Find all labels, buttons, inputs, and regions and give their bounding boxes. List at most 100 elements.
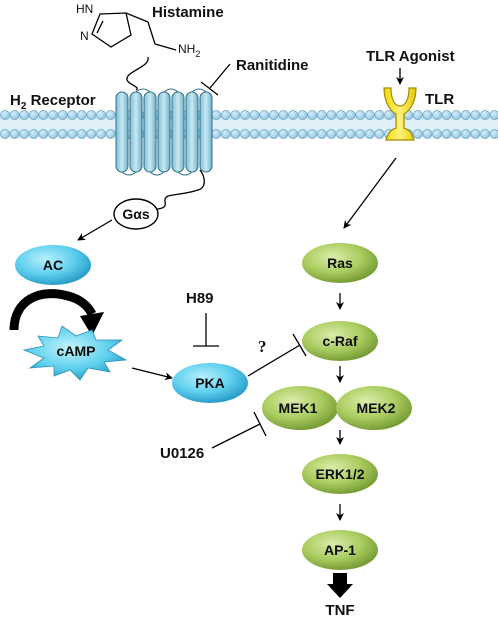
histamine-structure: HN N NH2	[76, 2, 200, 59]
phospholipid-head	[480, 129, 490, 139]
phospholipid-head	[240, 129, 250, 139]
ranitidine-inhibitor-bar	[200, 81, 219, 96]
ap1-node	[302, 530, 378, 570]
transmembrane-helix	[143, 91, 157, 173]
helix-loop	[121, 171, 137, 176]
phospholipid-head	[297, 110, 308, 120]
phospholipid-head	[470, 110, 481, 120]
phospholipid-head	[432, 129, 442, 139]
mek1-node-label: MEK1	[279, 400, 318, 416]
phospholipid-head	[259, 110, 270, 120]
phospholipid-head	[460, 129, 471, 139]
phospholipid-head	[374, 110, 385, 120]
ac-catalysis-arrow	[9, 289, 104, 336]
phospholipid-head	[345, 129, 356, 139]
tlr-label: TLR	[425, 91, 454, 108]
phospholipid-head	[105, 110, 116, 120]
tlr-receptor	[383, 87, 417, 141]
craf-node	[302, 321, 378, 361]
phospholipid-head	[249, 110, 260, 120]
phospholipid-head	[480, 110, 490, 120]
phospholipid-head	[48, 129, 58, 139]
phospholipid-head	[220, 129, 231, 139]
phospholipid-head	[28, 110, 39, 120]
helix-loop	[135, 88, 151, 93]
helix-loop	[191, 88, 207, 93]
uncertain-link-mark: ?	[258, 337, 267, 356]
pka-node	[172, 363, 248, 403]
phospholipid-head	[240, 110, 250, 120]
receptor-n-terminus	[126, 56, 149, 91]
phospholipid-head	[422, 110, 433, 120]
side-chain-1	[125, 12, 149, 23]
phospholipid-head	[470, 129, 481, 139]
ring-double-bond	[96, 20, 104, 34]
transmembrane-helix	[115, 91, 129, 173]
hn-label: HN	[76, 2, 93, 16]
camp-node-label: cAMP	[57, 343, 96, 359]
transmembrane-helix	[157, 91, 171, 173]
phospholipid-head	[249, 129, 260, 139]
phospholipid-head	[28, 129, 39, 139]
phospholipid-head	[355, 129, 366, 139]
phospholipid-head	[76, 129, 87, 139]
phospholipid-head	[441, 129, 452, 139]
imidazole-ring	[91, 12, 132, 48]
phospholipid-head	[441, 110, 452, 120]
tlr-receptor-body	[383, 87, 417, 141]
phospholipid-head	[38, 129, 49, 139]
phospholipid-head	[432, 110, 442, 120]
ras-node-label: Ras	[327, 255, 353, 271]
ac-node-label: AC	[43, 257, 63, 273]
phospholipid-head	[451, 110, 462, 120]
nh2-label: NH2	[178, 42, 200, 59]
transmembrane-helix	[199, 91, 213, 173]
phospholipid-head	[268, 129, 279, 139]
u0126-label: U0126	[160, 445, 204, 462]
ranitidine-inhibitor-line	[209, 63, 231, 89]
phospholipid-head	[422, 129, 433, 139]
h89-label: H89	[186, 290, 214, 307]
phospholipid-head	[278, 129, 289, 139]
phospholipid-head	[316, 129, 327, 139]
transmembrane-helix	[171, 91, 185, 173]
phospholipid-head	[326, 129, 337, 139]
u0126-inhibitor-line	[211, 423, 261, 449]
phospholipid-head	[489, 129, 498, 139]
transmembrane-helix	[185, 91, 199, 173]
ras-node	[302, 243, 378, 283]
side-chain-3	[154, 43, 177, 51]
erk-node-label: ERK1/2	[315, 466, 364, 482]
catalysis-arc	[9, 289, 97, 331]
h2-receptor-label: H2 Receptor	[10, 92, 96, 112]
phospholipid-head	[9, 129, 20, 139]
catalysis-arrowhead	[80, 312, 104, 336]
phospholipid-head	[412, 129, 423, 139]
phospholipid-head	[288, 110, 298, 120]
phospholipid-head	[76, 110, 87, 120]
phospholipid-head	[412, 110, 423, 120]
phospholipid-head	[67, 110, 78, 120]
phospholipid-head	[19, 129, 30, 139]
craf-node-label: c-Raf	[322, 333, 357, 349]
histamine-label: Histamine	[152, 4, 224, 21]
phospholipid-head	[364, 129, 375, 139]
camp-node	[22, 325, 128, 381]
phospholipid-head	[316, 110, 327, 120]
phospholipid-head	[345, 110, 356, 120]
phospholipid-head	[451, 129, 462, 139]
phospholipid-head	[460, 110, 471, 120]
gas-node	[113, 198, 159, 230]
ap1-to-tnf-arrow	[327, 573, 353, 598]
gas-node-label: Gαs	[122, 206, 149, 222]
phospholipid-head	[364, 110, 375, 120]
phospholipid-head	[57, 110, 68, 120]
phospholipid-head	[67, 129, 78, 139]
mek2-node	[336, 386, 412, 430]
phospholipid-head	[355, 110, 366, 120]
phospholipid-head	[384, 110, 394, 120]
h2-receptor	[115, 56, 213, 210]
phospholipid-head	[489, 110, 498, 120]
ranitidine-label: Ranitidine	[236, 57, 309, 74]
